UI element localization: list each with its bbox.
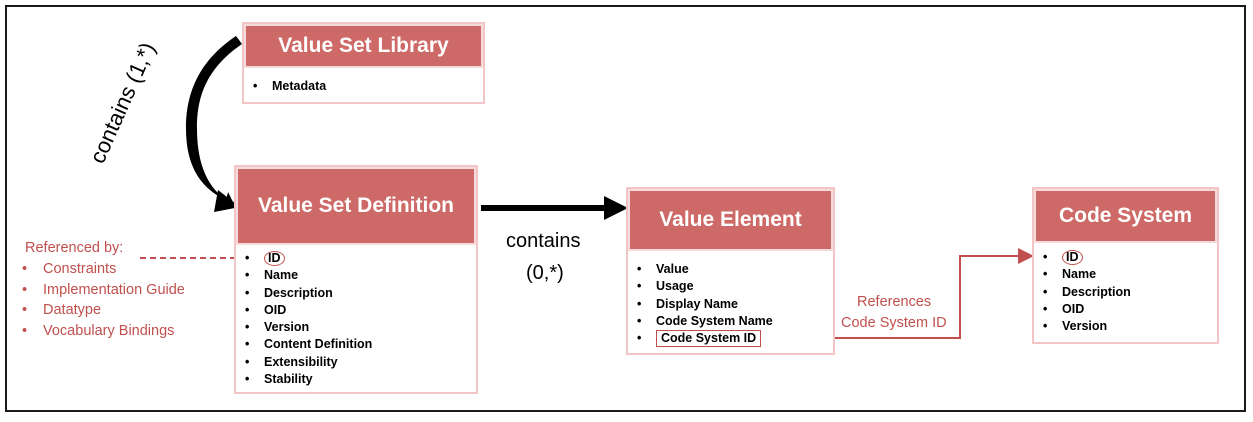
id-highlight: ID bbox=[1062, 250, 1083, 265]
list-item: Value bbox=[628, 261, 833, 279]
list-item: Version bbox=[1034, 318, 1217, 336]
list-item: Usage bbox=[628, 278, 833, 296]
value-set-definition-list: ID Name Description OID Version Content … bbox=[236, 245, 476, 389]
value-element-list: Value Usage Display Name Code System Nam… bbox=[628, 251, 833, 348]
code-system-title: Code System bbox=[1034, 189, 1217, 243]
list-item: Name bbox=[236, 267, 476, 285]
list-item: Description bbox=[1034, 284, 1217, 302]
code-system-list: ID Name Description OID Version bbox=[1034, 243, 1217, 336]
referenced-by-list: •Constraints •Implementation Guide •Data… bbox=[22, 261, 185, 343]
code-system-id-highlight: Code System ID bbox=[656, 330, 762, 348]
references-label-line2: Code System ID bbox=[841, 315, 947, 331]
contains-zero-many-label-line1: contains bbox=[506, 230, 581, 252]
list-item: Description bbox=[236, 285, 476, 303]
list-item: ID bbox=[1034, 249, 1217, 267]
value-element-title: Value Element bbox=[628, 189, 833, 251]
value-set-library-list: Metadata bbox=[244, 68, 483, 96]
value-element-box: Value Element Value Usage Display Name C… bbox=[626, 187, 835, 355]
list-item: Name bbox=[1034, 266, 1217, 284]
straight-arrowhead bbox=[604, 196, 628, 220]
list-item: Metadata bbox=[244, 78, 483, 96]
list-item: Version bbox=[236, 319, 476, 337]
value-set-library-title: Value Set Library bbox=[244, 24, 483, 68]
list-item: Stability bbox=[236, 371, 476, 389]
references-label-line1: References bbox=[857, 294, 932, 310]
list-item: Code System ID bbox=[628, 330, 833, 348]
list-item: Code System Name bbox=[628, 313, 833, 331]
id-highlight: ID bbox=[264, 251, 285, 266]
curved-contains-arrow bbox=[186, 36, 242, 208]
contains-zero-many-label-line2: (0,*) bbox=[526, 262, 564, 284]
list-item: OID bbox=[236, 302, 476, 320]
list-item: Content Definition bbox=[236, 336, 476, 354]
list-item: Extensibility bbox=[236, 354, 476, 372]
list-item: •Vocabulary Bindings bbox=[22, 322, 175, 339]
referenced-by-heading: Referenced by: bbox=[25, 240, 124, 256]
list-item: OID bbox=[1034, 301, 1217, 319]
list-item: •Datatype bbox=[22, 302, 102, 318]
list-item: Display Name bbox=[628, 296, 833, 314]
value-set-library-box: Value Set Library Metadata bbox=[242, 22, 485, 104]
list-item: ID bbox=[236, 250, 476, 268]
reference-connector bbox=[834, 248, 1034, 339]
straight-arrow-shaft bbox=[481, 205, 607, 211]
value-set-definition-title: Value Set Definition bbox=[236, 167, 476, 245]
list-item: •Constraints bbox=[22, 261, 117, 277]
list-item: •Implementation Guide bbox=[22, 281, 185, 298]
curved-arrowhead bbox=[214, 190, 240, 212]
value-set-definition-box: Value Set Definition ID Name Description… bbox=[234, 165, 478, 394]
code-system-box: Code System ID Name Description OID Vers… bbox=[1032, 187, 1219, 344]
